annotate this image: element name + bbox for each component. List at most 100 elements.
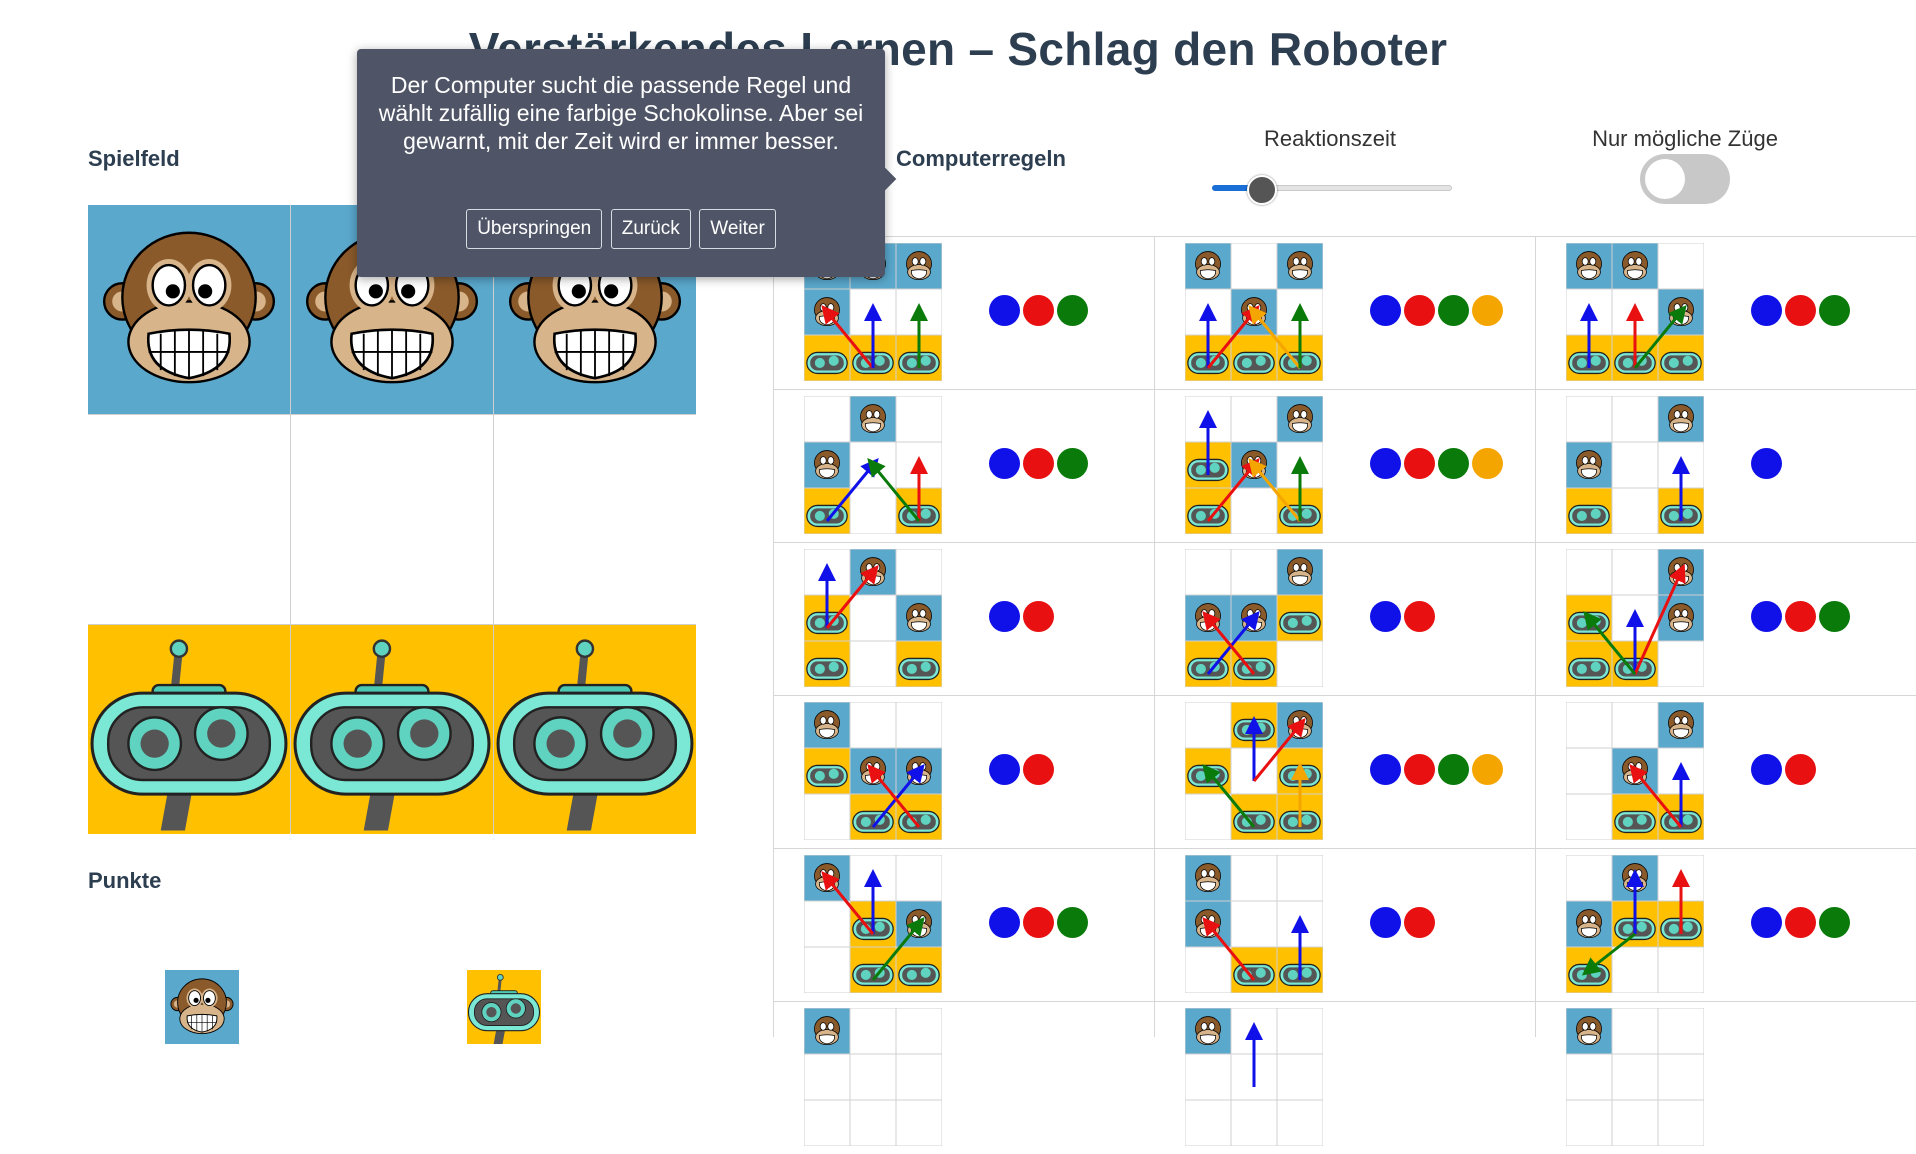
move-arrow (1633, 305, 1687, 369)
move-arrow (825, 565, 879, 629)
monkey-icon (1668, 404, 1694, 434)
bead-list (1751, 601, 1850, 632)
skip-button[interactable]: Überspringen (466, 209, 603, 249)
bead-blue (1370, 754, 1401, 785)
bead-green (1438, 754, 1469, 785)
bead-list (1751, 295, 1850, 326)
popover-arrow (873, 167, 897, 191)
monkey-icon (102, 231, 276, 384)
robot-icon (806, 657, 848, 681)
monkey-icon (906, 603, 932, 633)
board-cell-empty[interactable] (494, 415, 696, 624)
slider-thumb[interactable] (1247, 175, 1277, 205)
monkey-icon (1287, 557, 1313, 587)
bead-blue (1370, 601, 1401, 632)
rule-board-cell (849, 1099, 897, 1146)
rule-card (1155, 849, 1535, 1001)
bead-list (1370, 448, 1503, 479)
computer-rules-grid (773, 236, 1916, 1154)
rule-board-cell (1230, 549, 1278, 596)
rule-board (1185, 855, 1323, 993)
rule-board-cell (849, 702, 897, 749)
score-heading: Punkte (88, 868, 162, 893)
rule-board-cell (1566, 1099, 1613, 1146)
rule-board-cell (1230, 487, 1278, 534)
rule-card (1536, 237, 1916, 389)
rule-board-cell (895, 702, 942, 749)
bead-green (1438, 295, 1469, 326)
rule-board-cell (895, 855, 942, 902)
bead-green (1057, 907, 1088, 938)
robot-icon (806, 504, 848, 528)
rule-board-cell (1566, 747, 1613, 795)
bead-red (1023, 295, 1054, 326)
board-cell-monkey[interactable] (88, 205, 290, 414)
robot-icon (90, 639, 288, 831)
rule-board-cell (849, 1008, 897, 1055)
rule-board-cell (1566, 702, 1613, 749)
robot-icon (1279, 611, 1321, 635)
bead-list (989, 754, 1054, 785)
monkey-icon (1576, 909, 1602, 939)
bead-blue (989, 601, 1020, 632)
bead-green (1057, 448, 1088, 479)
slider-fill (1212, 185, 1260, 191)
rule-card (1536, 849, 1916, 1001)
rule-board-cell (1276, 1099, 1323, 1146)
board-cell-robot[interactable] (88, 625, 290, 834)
rule-card (1155, 1002, 1535, 1154)
move-arrow (1629, 764, 1683, 828)
rule-card (774, 1002, 1154, 1154)
rule-board-cell (1566, 396, 1613, 443)
rule-board-cell (1230, 243, 1278, 290)
monkey-icon (814, 710, 840, 740)
bead-red (1785, 601, 1816, 632)
board-cell-robot[interactable] (494, 625, 696, 834)
bead-blue (989, 448, 1020, 479)
bead-green (1819, 907, 1850, 938)
next-button[interactable]: Weiter (699, 209, 776, 249)
rule-board-cell (1566, 1053, 1613, 1101)
bead-list (1370, 907, 1435, 938)
rule-board-cell (1611, 1008, 1659, 1055)
rule-board-cell (1230, 900, 1278, 948)
bead-blue (1751, 448, 1782, 479)
rule-board-cell (1276, 855, 1323, 902)
bead-blue (989, 907, 1020, 938)
move-arrow (867, 458, 921, 522)
monkey-icon (906, 251, 932, 281)
bead-green (1819, 295, 1850, 326)
monkey-icon (1668, 603, 1694, 633)
board-cell-empty[interactable] (88, 415, 290, 624)
rule-board-cell (1230, 855, 1278, 902)
bead-green (1438, 448, 1469, 479)
robot-icon (1187, 657, 1229, 681)
rule-board (1566, 702, 1704, 840)
reaction-time-label: Reaktionszeit (1263, 126, 1397, 151)
rules-heading: Computerregeln (896, 146, 1066, 171)
rule-board-cell (1657, 1053, 1704, 1101)
page-title: Verstärkendes Lernen – Schlag den Robote… (468, 23, 1448, 75)
move-arrow (821, 871, 875, 935)
rule-board-cell (1566, 855, 1613, 902)
board-cell-robot[interactable] (291, 625, 493, 834)
back-button[interactable]: Zurück (610, 209, 691, 249)
monkey-icon (1287, 404, 1313, 434)
possible-moves-toggle[interactable] (1640, 154, 1730, 204)
move-arrow (1202, 764, 1256, 828)
rule-board-cell (1611, 702, 1659, 749)
monkey-icon (814, 450, 840, 480)
rule-board-cell (849, 640, 897, 687)
rule-board (1566, 549, 1704, 687)
robot-icon (1233, 657, 1275, 681)
bead-list (1751, 754, 1816, 785)
bead-red (1404, 448, 1435, 479)
monkey-icon (1576, 251, 1602, 281)
rule-board-cell (1276, 1008, 1323, 1055)
rule-board-cell (1611, 1099, 1659, 1146)
board-cell-empty[interactable] (291, 415, 493, 624)
reaction-time-slider[interactable] (1212, 175, 1452, 205)
robot-icon (806, 351, 848, 375)
bead-red (1785, 754, 1816, 785)
move-arrow (1252, 718, 1306, 782)
